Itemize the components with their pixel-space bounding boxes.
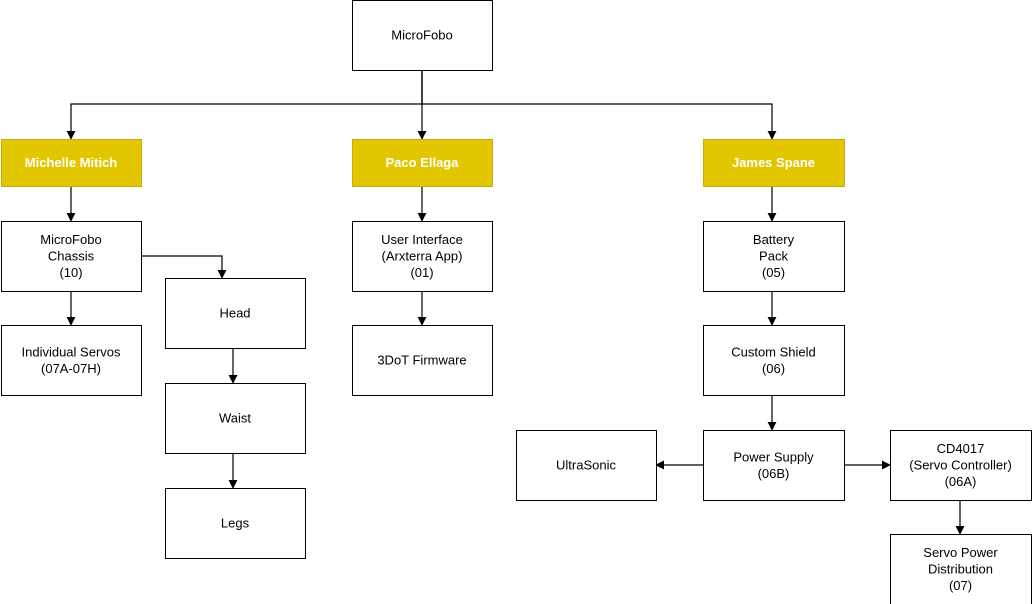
node-servos: Individual Servos (07A-07H) (1, 325, 142, 396)
node-microfobo: MicroFobo (352, 0, 493, 71)
node-ui: User Interface (Arxterra App)(01) (352, 221, 493, 292)
node-label-line: MicroFobo (391, 28, 452, 43)
node-label-line: User Interface (381, 232, 463, 247)
node-label-line: Legs (221, 516, 250, 531)
node-box (1, 139, 142, 187)
node-label-line: Battery (753, 232, 795, 247)
node-power: Power Supply (06B) (703, 430, 845, 501)
node-label-line: UltraSonic (556, 458, 616, 473)
node-shield: Custom Shield (06) (703, 325, 845, 396)
node-label-line: (Arxterra App) (382, 249, 463, 264)
node-firmware: 3DoT Firmware (352, 325, 493, 396)
node-label-line: (07A-07H) (41, 361, 101, 376)
node-ultrasonic: UltraSonic (516, 430, 657, 501)
node-label-line: (06B) (758, 466, 790, 481)
edges-layer (66, 70, 965, 535)
node-label-line: Pack (759, 249, 788, 264)
node-box (352, 0, 493, 71)
node-box (165, 383, 306, 454)
node-box (1, 325, 142, 396)
node-label-line: CD4017 (937, 441, 985, 456)
node-box (703, 139, 845, 187)
node-box (352, 139, 493, 187)
node-label-line: (01) (410, 265, 433, 280)
node-label-line: Chassis (48, 249, 95, 264)
node-box (703, 430, 845, 501)
node-legs: Legs (165, 488, 306, 559)
node-label-line: Distribution (928, 562, 993, 577)
node-label-line: Power Supply (733, 449, 814, 464)
node-label-line: Waist (219, 411, 251, 426)
node-box (516, 430, 657, 501)
node-box (352, 221, 493, 292)
node-label-line: James Spane (732, 155, 815, 170)
edge-chassis-to-head (141, 255, 227, 279)
edge-microfobo-to-michelle (66, 70, 423, 140)
node-box (165, 488, 306, 559)
node-box (890, 430, 1032, 501)
node-michelle: Michelle Mitich (1, 139, 142, 187)
node-paco: Paco Ellaga (352, 139, 493, 187)
node-label-line: (06) (762, 361, 785, 376)
node-label-line: Custom Shield (731, 344, 816, 359)
node-box (703, 325, 845, 396)
node-box (1, 221, 142, 292)
node-box (352, 325, 493, 396)
edge-microfobo-to-james (421, 70, 777, 140)
node-box (703, 221, 845, 292)
node-label-line: Head (219, 306, 250, 321)
node-label-line: (Servo Controller) (909, 458, 1012, 473)
node-label-line: (05) (762, 265, 785, 280)
node-label-line: MicroFobo (40, 232, 101, 247)
node-label-line: (06A) (945, 474, 977, 489)
node-james: James Spane (703, 139, 845, 187)
node-label-line: (10) (59, 265, 82, 280)
node-label-line: (07) (949, 578, 972, 593)
node-cd4017: CD4017 (Servo Controller)(06A) (890, 430, 1032, 501)
node-waist: Waist (165, 383, 306, 454)
node-box (890, 534, 1032, 604)
node-label-line: Michelle Mitich (25, 155, 118, 170)
node-label-line: Individual Servos (22, 344, 121, 359)
node-label-line: 3DoT Firmware (377, 353, 466, 368)
node-label-line: Servo Power (923, 545, 998, 560)
node-label-line: Paco Ellaga (386, 155, 460, 170)
node-box (165, 278, 306, 349)
node-head: Head (165, 278, 306, 349)
